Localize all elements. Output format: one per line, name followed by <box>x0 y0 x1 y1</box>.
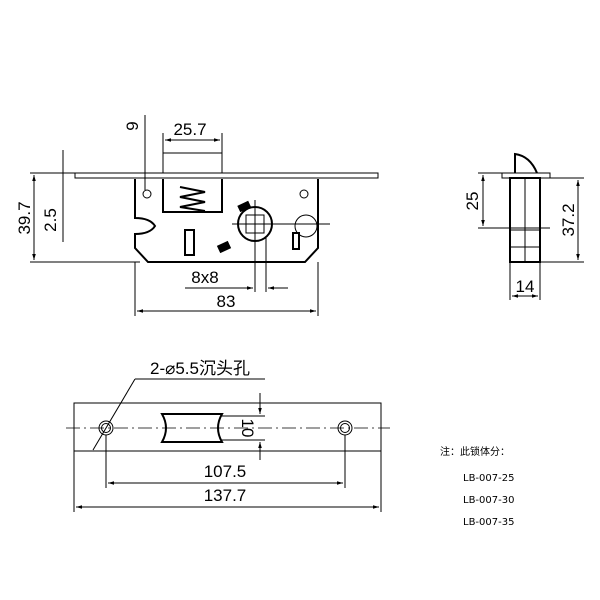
front-view: 39.7 2.5 9 25.7 8x8 83 <box>15 115 379 316</box>
screw-hole-right <box>299 189 309 199</box>
latch-slot <box>160 413 224 443</box>
faceplate <box>74 172 379 179</box>
dim-2-5: 2.5 <box>41 208 60 232</box>
lock-body <box>134 179 319 263</box>
side-view: 25 37.2 14 <box>463 152 584 300</box>
latch-bolt <box>514 152 538 174</box>
strike-plate: 10 2-⌀5.5沉头孔 107.5 137.7 <box>66 359 390 512</box>
latch-head <box>162 152 223 174</box>
model-item: LB-007-35 <box>463 517 514 528</box>
dim-9: 9 <box>123 121 142 130</box>
dim-83: 83 <box>217 292 236 311</box>
model-item: LB-007-25 <box>463 473 514 484</box>
notes-title: 注：此锁体分： <box>440 445 510 458</box>
cylinder-circle <box>294 214 318 238</box>
model-item: LB-007-30 <box>463 495 514 506</box>
spring-icon <box>179 186 206 212</box>
dim-37-2: 37.2 <box>559 203 578 236</box>
dim-8x8: 8x8 <box>191 268 218 287</box>
dim-39-7: 39.7 <box>15 201 34 234</box>
notes: 注：此锁体分： LB-007-25 LB-007-30 LB-007-35 <box>440 445 514 528</box>
dim-107-5: 107.5 <box>204 462 247 481</box>
screw-hole-left <box>142 189 152 199</box>
dim-10: 10 <box>238 419 257 438</box>
spring-housing <box>162 179 223 213</box>
dim-25-7: 25.7 <box>173 120 206 139</box>
dim-14: 14 <box>516 277 535 296</box>
dim-137-7: 137.7 <box>204 486 247 505</box>
hole-callout: 2-⌀5.5沉头孔 <box>150 359 250 378</box>
dim-25: 25 <box>463 192 482 211</box>
